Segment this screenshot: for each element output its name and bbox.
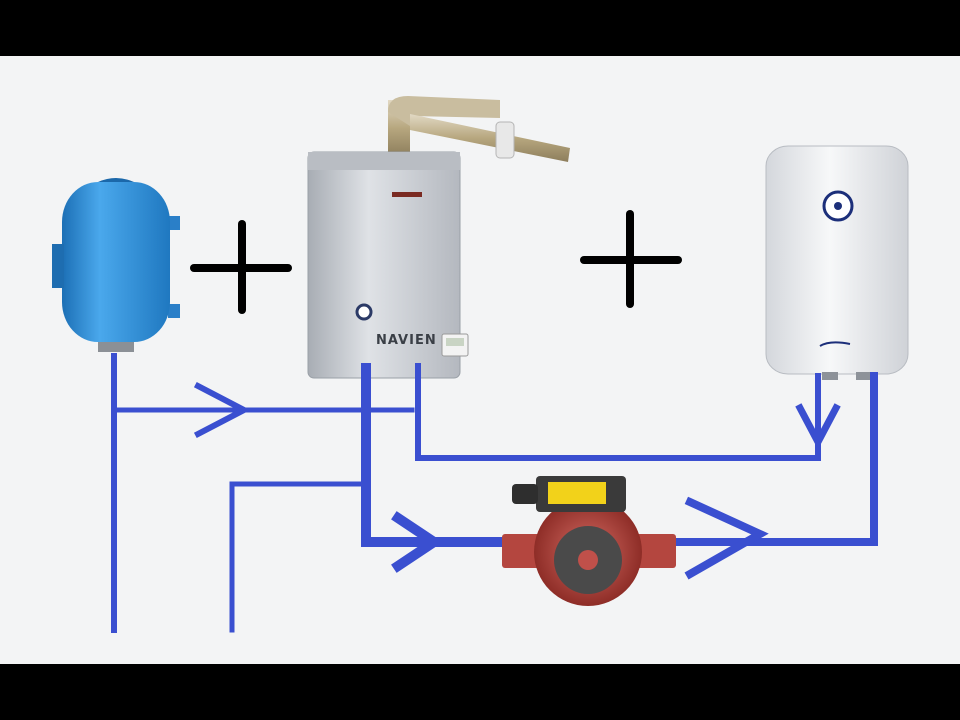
flue-elbow <box>388 96 500 126</box>
blue-tank-icon <box>52 178 180 352</box>
flue-pipe-icon <box>388 96 570 162</box>
arrow-to-heater <box>795 403 841 450</box>
plus-icon <box>580 210 682 308</box>
pipe-boiler-to-heater <box>415 363 821 461</box>
pump-center <box>578 550 598 570</box>
diagram-canvas: NAVIEN <box>0 56 960 664</box>
boiler-badge <box>392 192 422 197</box>
tank-bracket-top <box>168 216 180 230</box>
wall-boiler-icon: NAVIEN <box>307 151 469 379</box>
flue-horizontal <box>410 114 570 162</box>
boiler-knob <box>355 303 373 321</box>
pump-icon <box>502 476 676 606</box>
heater-fitting-left <box>822 372 838 380</box>
tank-bracket-bottom <box>168 304 180 318</box>
pump-label-plate <box>548 482 606 504</box>
pump-outlet-flange <box>636 534 676 568</box>
tank-bottom-fitting <box>98 342 134 352</box>
plus-icon <box>190 220 292 314</box>
heating-diagram: NAVIEN <box>52 96 909 633</box>
flue-collar <box>495 121 515 159</box>
pump-inlet-flange <box>502 534 540 568</box>
tank-top-cap <box>98 178 134 182</box>
water-heater-icon <box>765 145 909 380</box>
heater-fitting-right <box>856 372 872 380</box>
tank-body <box>62 182 170 342</box>
heater-logo <box>819 341 851 347</box>
arrow-to-pump <box>391 511 444 573</box>
pipe-left-return <box>229 481 365 633</box>
arrow-from-pump <box>684 496 769 580</box>
tank-side-mount <box>52 244 64 288</box>
pipe-network <box>111 353 878 633</box>
heater-body <box>765 145 909 375</box>
boiler-brand: NAVIEN <box>376 333 437 348</box>
pump-cable-gland <box>512 484 538 504</box>
thermostat-screen <box>446 338 464 346</box>
arrow-to-boiler <box>193 381 251 439</box>
heater-dial-center <box>834 202 842 210</box>
boiler-top-edge <box>308 152 460 170</box>
pipe-boiler-to-pump <box>361 363 515 547</box>
